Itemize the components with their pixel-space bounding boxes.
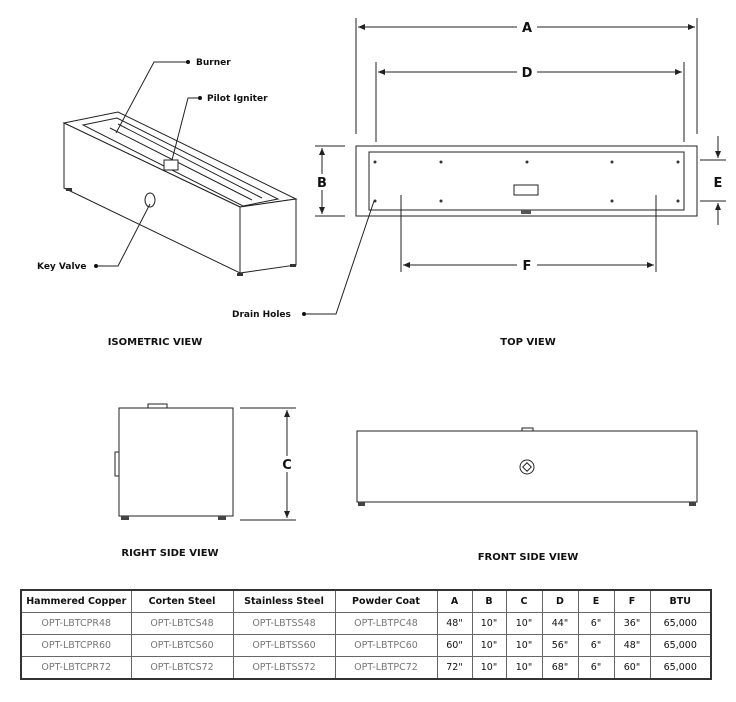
column-header: D	[541, 589, 579, 613]
iso-side-face	[239, 198, 297, 274]
spec-cell: 65,000	[649, 656, 712, 680]
spec-cell: 10"	[471, 656, 507, 680]
dimension-d: D	[522, 66, 533, 81]
dimension-a: A	[522, 21, 532, 36]
pilot-igniter-box	[163, 159, 179, 171]
model-code-cell: OPT-LBTCPR48	[20, 612, 132, 635]
model-code-cell: OPT-LBTSS60	[232, 634, 336, 657]
callout-drain-holes: Drain Holes	[232, 310, 291, 320]
column-header: E	[577, 589, 615, 613]
model-code-cell: OPT-LBTPC60	[334, 634, 438, 657]
spec-cell: 60"	[613, 656, 651, 680]
isometric-view: Burner Pilot Igniter Key Valve ISOMETRIC…	[37, 58, 298, 348]
model-code-cell: OPT-LBTCS72	[130, 656, 234, 680]
model-code-cell: OPT-LBTCS48	[130, 612, 234, 635]
spec-cell: 10"	[505, 634, 543, 657]
specifications-table: Hammered Copper Corten Steel Stainless S…	[20, 589, 712, 680]
dimension-c: C	[282, 458, 292, 473]
spec-cell: 6"	[577, 634, 615, 657]
column-header: A	[436, 589, 473, 613]
model-code-cell: OPT-LBTCS60	[130, 634, 234, 657]
right-side-view-title: RIGHT SIDE VIEW	[121, 548, 218, 559]
spec-cell: 60"	[436, 634, 473, 657]
model-code-cell: OPT-LBTSS48	[232, 612, 336, 635]
front-side-view: FRONT SIDE VIEW	[356, 427, 698, 563]
top-view-title: TOP VIEW	[500, 337, 555, 348]
spec-cell: 6"	[577, 656, 615, 680]
model-code-cell: OPT-LBTPC48	[334, 612, 438, 635]
model-code-cell: OPT-LBTCPR60	[20, 634, 132, 657]
table-header-row: Hammered Copper Corten Steel Stainless S…	[20, 589, 712, 613]
column-header: C	[505, 589, 543, 613]
model-code-cell: OPT-LBTCPR72	[20, 656, 132, 680]
column-header: Powder Coat	[334, 589, 438, 613]
model-code-cell: OPT-LBTPC72	[334, 656, 438, 680]
dimension-e: E	[714, 176, 723, 191]
spec-cell: 65,000	[649, 612, 712, 635]
callout-pilot-igniter: Pilot Igniter	[207, 94, 268, 104]
isometric-view-title: ISOMETRIC VIEW	[108, 337, 203, 348]
spec-cell: 48"	[436, 612, 473, 635]
key-valve-icon	[144, 192, 156, 208]
column-header: Stainless Steel	[232, 589, 336, 613]
spec-cell: 72"	[436, 656, 473, 680]
callout-burner: Burner	[196, 58, 231, 68]
dimension-f: F	[523, 259, 532, 274]
spec-cell: 48"	[613, 634, 651, 657]
column-header: BTU	[649, 589, 712, 613]
column-header: Hammered Copper	[20, 589, 132, 613]
spec-cell: 10"	[471, 634, 507, 657]
spec-cell: 10"	[505, 612, 543, 635]
spec-cell: 65,000	[649, 634, 712, 657]
top-view: A D B E F Drain Holes TOP VIEW	[232, 18, 726, 348]
callout-key-valve: Key Valve	[37, 262, 87, 272]
column-header: B	[471, 589, 507, 613]
spec-cell: 36"	[613, 612, 651, 635]
spec-cell: 6"	[577, 612, 615, 635]
column-header: Corten Steel	[130, 589, 234, 613]
column-header: F	[613, 589, 651, 613]
model-code-cell: OPT-LBTSS72	[232, 656, 336, 680]
dimension-b: B	[317, 176, 327, 191]
drain-holes	[373, 160, 680, 203]
spec-cell: 56"	[541, 634, 579, 657]
spec-cell: 10"	[505, 656, 543, 680]
spec-cell: 44"	[541, 612, 579, 635]
right-side-view: C RIGHT SIDE VIEW	[114, 403, 296, 559]
front-side-view-title: FRONT SIDE VIEW	[478, 552, 579, 563]
spec-cell: 68"	[541, 656, 579, 680]
spec-cell: 10"	[471, 612, 507, 635]
iso-opening	[81, 117, 280, 207]
